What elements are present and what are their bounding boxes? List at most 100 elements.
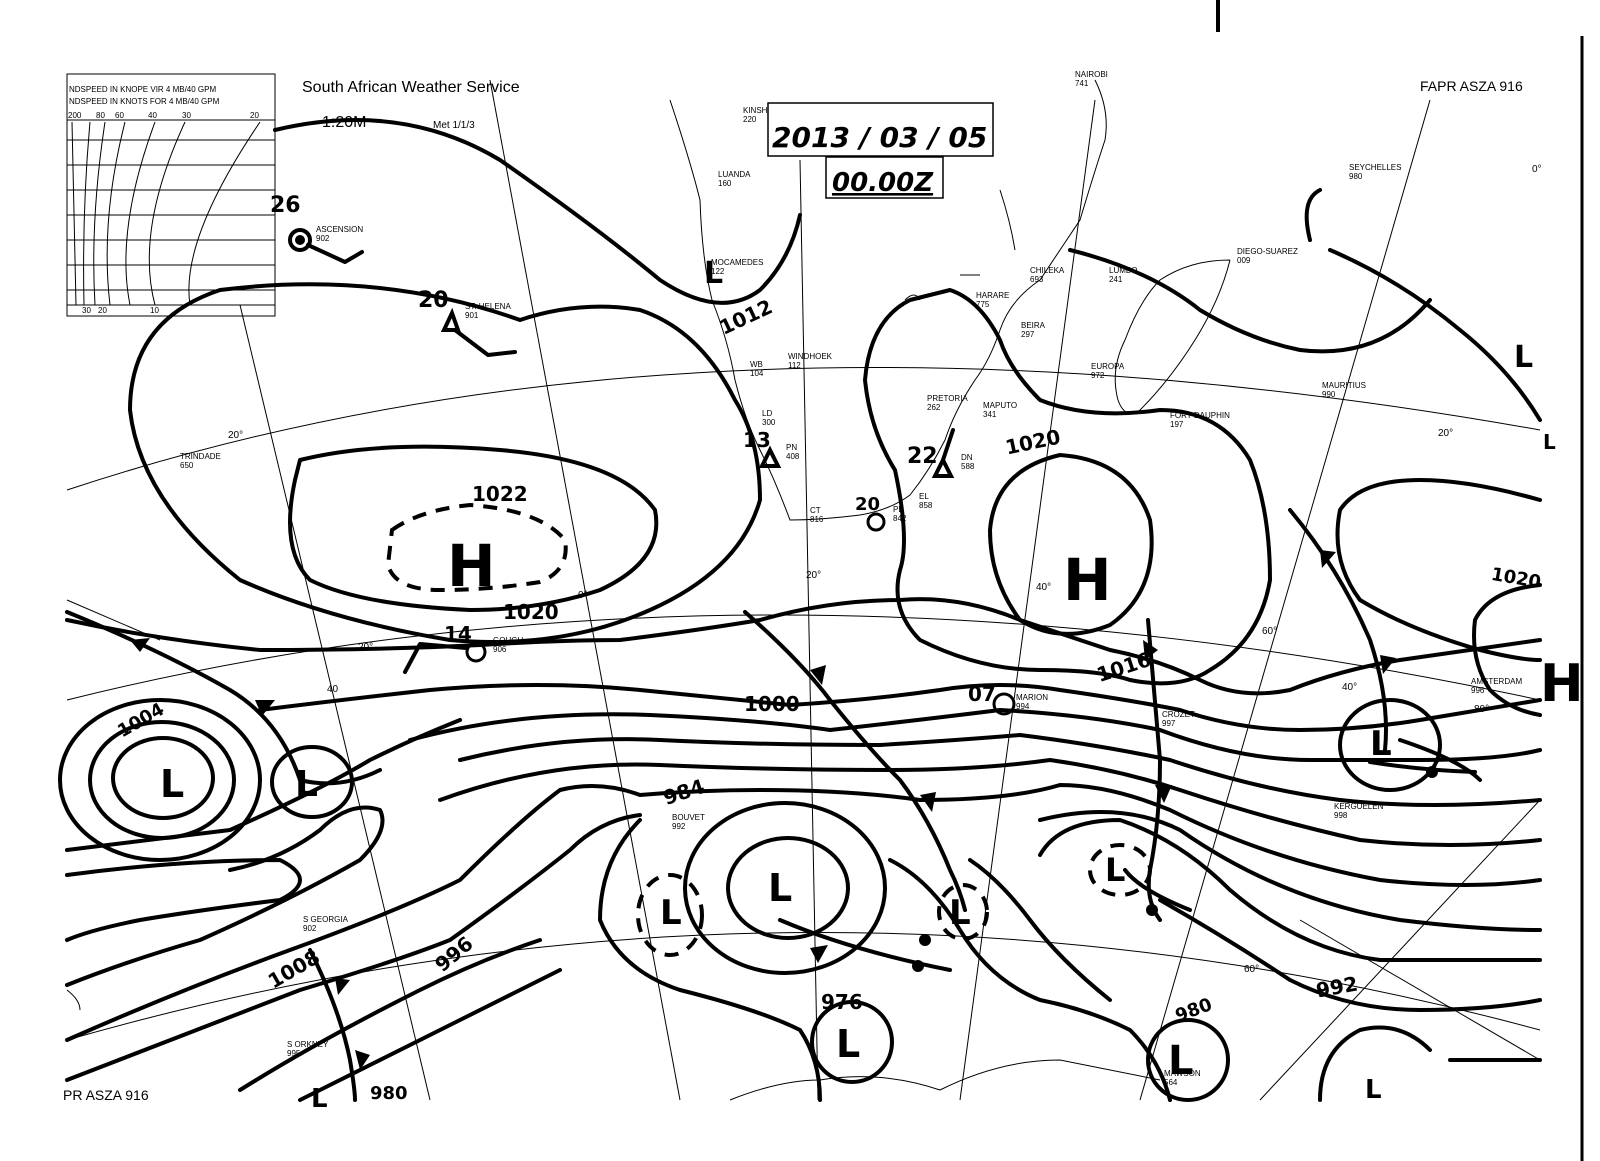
station-id: 996 [1471, 686, 1485, 695]
wind-tick: 200 [68, 111, 82, 120]
station-id: 998 [1334, 811, 1348, 820]
low-centre: L [704, 256, 724, 291]
station-id: 858 [919, 501, 933, 510]
station-id: 992 [672, 822, 686, 831]
wind-tick: 80 [96, 111, 105, 120]
station-name: AMSTERDAM [1471, 677, 1523, 686]
station-id: 980 [1349, 172, 1363, 181]
wind-scale-line2: NDSPEED IN KNOTS FOR 4 MB/40 GPM [69, 97, 220, 106]
station-name: ASCENSION [316, 225, 364, 234]
station-name: MAWSON [1164, 1069, 1201, 1078]
station-name: LUANDA [718, 170, 751, 179]
wind-plots [288, 228, 1016, 716]
station-id: 994 [1016, 702, 1030, 711]
station-id: 297 [1021, 330, 1035, 339]
high-centre: H [1063, 546, 1112, 614]
chart-id: Met 1/1/3 [433, 120, 475, 131]
high-centre: H [1540, 654, 1584, 714]
wind-value: 13 [743, 428, 771, 452]
station-id: 122 [711, 267, 725, 276]
station-id: 995 [287, 1049, 301, 1058]
chart-date: 2013 / 03 / 05 [772, 121, 987, 154]
station-name: LD [762, 409, 773, 418]
low-centre: L [1514, 340, 1534, 375]
wind-tick: 20 [98, 306, 107, 315]
station-name: TRINDADE [180, 452, 221, 461]
station-id: 650 [180, 461, 194, 470]
station-name: ST. HELENA [465, 302, 511, 311]
station-id: 112 [788, 361, 801, 370]
isobar-label: 1000 [744, 692, 800, 716]
station-id: 972 [1091, 371, 1105, 380]
station-id: 241 [1109, 275, 1123, 284]
wind-value: 14 [444, 622, 472, 646]
station-name: HARARE [976, 291, 1010, 300]
station-name: BOUVET [672, 813, 705, 822]
station-name: EL [919, 492, 929, 501]
low-centre: L [1365, 1075, 1382, 1105]
station-name: NAIROBI [1075, 70, 1108, 79]
station-name: KERGUELEN [1334, 802, 1384, 811]
wind-tick: 20 [250, 111, 259, 120]
station-id: 906 [493, 645, 507, 654]
wind-scale-ticks: 200 80 60 40 30 20 30 20 10 [68, 111, 259, 315]
station-name: S ORKNEY [287, 1040, 329, 1049]
station-name: SEYCHELLES [1349, 163, 1402, 172]
station-id: 341 [983, 410, 997, 419]
station-id: 160 [718, 179, 732, 188]
low-centre: L [768, 866, 793, 910]
station-name: EUROPA [1091, 362, 1125, 371]
lat-label: 60° [1244, 964, 1259, 975]
station-id: 842 [893, 514, 907, 523]
wind-tick: 60 [115, 111, 124, 120]
isobar-label: 980 [370, 1083, 408, 1104]
low-centre: L [311, 1084, 328, 1114]
fronts [65, 508, 1477, 1102]
station-id: 408 [786, 452, 800, 461]
station-id: 262 [927, 403, 941, 412]
station-id: 741 [1075, 79, 1089, 88]
station-name: KINSH [743, 106, 768, 115]
station-id: 990 [1322, 390, 1336, 399]
station-name: DIEGO-SUAREZ [1237, 247, 1298, 256]
graticule [66, 79, 1541, 1101]
station-name: PE [893, 505, 904, 514]
isobars [65, 118, 1542, 1102]
station-id: 902 [316, 234, 330, 243]
chart-code-top: FAPR ASZA 916 [1420, 78, 1523, 94]
isobar-label: 1022 [472, 482, 528, 506]
lat-label: 40° [1342, 682, 1357, 693]
low-centre: L [295, 764, 318, 805]
station-name: WB [750, 360, 763, 369]
station-id: 104 [750, 369, 764, 378]
lat-label: 40 [327, 684, 339, 695]
lon-label: 0° [1532, 164, 1542, 175]
isobar-label: 976 [821, 990, 863, 1014]
low-centre: L [1105, 851, 1126, 889]
wind-value: 07 [968, 682, 996, 706]
station-id: 693 [1030, 275, 1044, 284]
station-name: GOUGH [493, 636, 524, 645]
high-centre: H [447, 532, 496, 600]
station-name: DN [961, 453, 973, 462]
station-name: PN [786, 443, 798, 452]
